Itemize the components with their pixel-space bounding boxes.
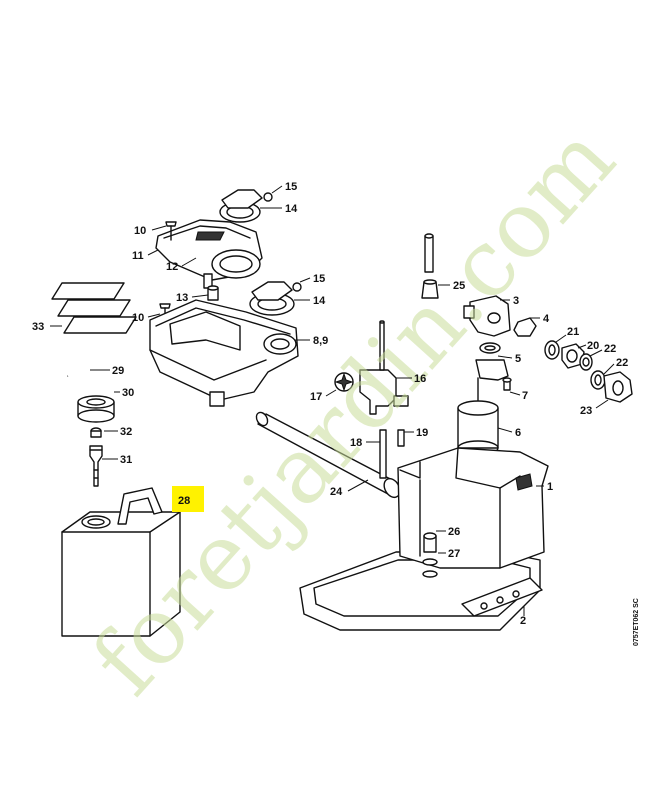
part-14-lid-top bbox=[219, 189, 263, 223]
part-28-canister bbox=[61, 487, 181, 637]
label-15-lower: 15 bbox=[313, 273, 325, 285]
label-31: 31 bbox=[120, 454, 132, 466]
drawing-code: 0757ET062 SC bbox=[633, 598, 640, 646]
label-21: 21 bbox=[567, 326, 579, 338]
part-22-washer-a bbox=[579, 353, 593, 371]
part-23-connector bbox=[603, 371, 633, 403]
part-33-decal-strips bbox=[50, 282, 137, 334]
part-25-connector bbox=[421, 233, 439, 299]
label-10-lower: 10 bbox=[132, 312, 144, 324]
part-3-pump-body bbox=[463, 295, 511, 337]
part-4-nut bbox=[513, 317, 537, 337]
label-12: 12 bbox=[166, 261, 178, 273]
label-15-top: 15 bbox=[285, 181, 297, 193]
label-13: 13 bbox=[176, 292, 188, 304]
highlight-box-28 bbox=[172, 486, 204, 512]
label-6: 6 bbox=[515, 427, 521, 439]
part-16-valve bbox=[359, 320, 409, 415]
label-10-top: 10 bbox=[134, 225, 146, 237]
label-24: 24 bbox=[330, 486, 343, 498]
part-26-screw bbox=[423, 532, 437, 553]
label-22-a: 22 bbox=[604, 343, 616, 355]
leader-lines bbox=[90, 185, 615, 616]
label-26: 26 bbox=[448, 526, 460, 538]
label-30: 30 bbox=[122, 387, 134, 399]
label-19: 19 bbox=[416, 427, 428, 439]
label-25: 25 bbox=[453, 280, 465, 292]
label-22-b: 22 bbox=[616, 357, 628, 369]
part-13-pin bbox=[207, 285, 219, 301]
label-28: 28 bbox=[178, 495, 190, 507]
part-24-tube bbox=[255, 411, 401, 499]
label-27: 27 bbox=[448, 548, 460, 560]
part-27-washers bbox=[422, 558, 438, 578]
label-20: 20 bbox=[587, 340, 599, 352]
part-10-screw-a bbox=[165, 221, 177, 241]
label-16: 16 bbox=[414, 373, 426, 385]
part-15-screw-top bbox=[263, 192, 273, 202]
part-22-washer-b bbox=[590, 370, 606, 390]
label-5: 5 bbox=[515, 353, 521, 365]
part-19-pin bbox=[397, 429, 405, 447]
label-18: 18 bbox=[350, 437, 362, 449]
part-8-9-housing bbox=[149, 299, 299, 407]
label-33: 33 bbox=[32, 321, 44, 333]
part-5-washer bbox=[479, 342, 501, 354]
label-17: 17 bbox=[310, 391, 322, 403]
part-7-screw bbox=[502, 377, 512, 391]
label-14-lower: 14 bbox=[313, 295, 326, 307]
part-29-hose bbox=[66, 371, 101, 398]
label-11: 11 bbox=[132, 250, 144, 262]
part-14-lid-lower bbox=[249, 281, 302, 316]
label-14-top: 14 bbox=[285, 203, 298, 215]
label-8-9: 8,9 bbox=[313, 335, 328, 347]
part-21-ring bbox=[544, 340, 560, 360]
part-31-fitting bbox=[89, 445, 103, 487]
part-11-cover bbox=[155, 219, 263, 289]
part-18-pin bbox=[379, 429, 387, 479]
label-32: 32 bbox=[120, 426, 132, 438]
label-4: 4 bbox=[543, 313, 550, 325]
part-labels: 15 14 10 11 12 15 14 13 10 33 8,9 29 30 … bbox=[32, 181, 628, 627]
label-1: 1 bbox=[547, 481, 553, 493]
part-6-float bbox=[457, 359, 509, 456]
part-17-knob bbox=[334, 372, 354, 392]
label-2: 2 bbox=[520, 615, 526, 627]
part-32-ring bbox=[90, 427, 102, 438]
label-29: 29 bbox=[112, 365, 124, 377]
label-23: 23 bbox=[580, 405, 592, 417]
label-3: 3 bbox=[513, 295, 519, 307]
part-30-cap bbox=[77, 395, 115, 423]
label-7: 7 bbox=[522, 390, 528, 402]
